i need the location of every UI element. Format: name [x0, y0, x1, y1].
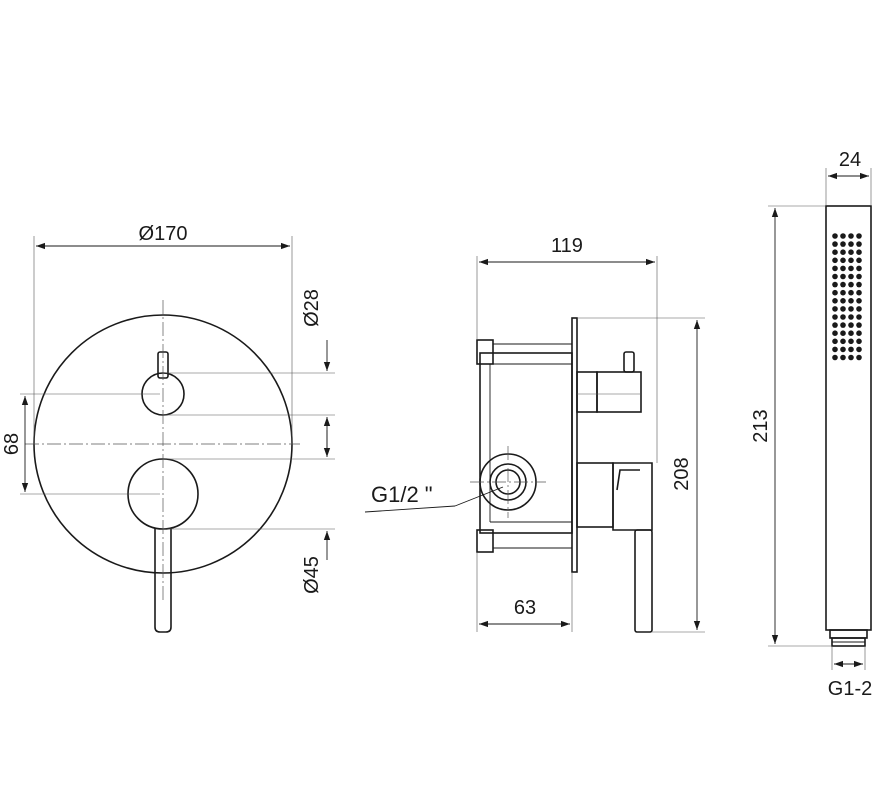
nozzle-dot: [856, 322, 862, 328]
nozzle-dot: [856, 273, 862, 280]
mixer-lever: [154, 528, 172, 633]
nozzle-dot: [832, 330, 838, 337]
nozzle-grid: [832, 233, 862, 361]
nozzle-dot: [848, 273, 854, 280]
nozzle-dot: [856, 338, 862, 345]
nozzle-dot: [832, 233, 838, 239]
nozzle-dot: [840, 249, 846, 255]
nozzle-dot: [840, 233, 846, 239]
nozzle-dot: [840, 354, 846, 361]
nozzle-dot: [856, 241, 862, 247]
nozzle-dot: [840, 338, 846, 345]
nozzle-dot: [832, 298, 838, 304]
handshower-width-label: 24: [839, 149, 861, 171]
plate-diameter-label: Ø170: [139, 223, 188, 245]
nozzle-dot: [856, 354, 862, 361]
front-view: Ø170 Ø28 Ø45 68: [1, 223, 335, 633]
nozzle-dot: [856, 314, 862, 320]
nozzle-dot: [856, 330, 862, 337]
nozzle-dot: [856, 289, 862, 296]
nozzle-dot: [840, 322, 846, 328]
nozzle-dot: [848, 330, 854, 337]
nozzle-dot: [848, 314, 854, 320]
nozzle-dot: [856, 249, 862, 255]
mixer-lever-side: [634, 529, 653, 633]
nozzle-dot: [848, 322, 854, 328]
nozzle-dot: [832, 354, 838, 361]
depth-total-label: 119: [551, 235, 583, 257]
nozzle-dot: [840, 257, 846, 264]
nozzle-dot: [840, 346, 846, 353]
thread-inlet-label: G1/2 ": [371, 482, 433, 507]
height-label: 208: [671, 457, 693, 490]
nozzle-dot: [856, 233, 862, 239]
nozzle-dot: [840, 330, 846, 337]
side-view: G1/2 " 119 63 208: [364, 235, 705, 633]
nozzle-dot: [848, 298, 854, 304]
knob-diameter-label: Ø28: [301, 289, 323, 327]
nozzle-dot: [840, 306, 846, 312]
nozzle-dot: [848, 346, 854, 353]
center-distance-label: 68: [1, 433, 23, 455]
nozzle-dot: [840, 298, 846, 304]
nozzle-dot: [832, 257, 838, 264]
nozzle-dot: [856, 281, 862, 288]
nozzle-dot: [832, 265, 838, 272]
nozzle-dot: [848, 306, 854, 312]
nozzle-dot: [856, 265, 862, 272]
nozzle-dot: [856, 346, 862, 353]
nozzle-dot: [832, 338, 838, 345]
handshower-view: 24 213 G1-2: [750, 149, 872, 700]
nozzle-dot: [832, 249, 838, 255]
nozzle-dot: [848, 241, 854, 247]
handshower-length-label: 213: [750, 409, 772, 442]
nozzle-dot: [848, 265, 854, 272]
nozzle-dot: [856, 257, 862, 264]
nozzle-dot: [840, 314, 846, 320]
nozzle-dot: [832, 306, 838, 312]
nozzle-dot: [848, 233, 854, 239]
nozzle-dot: [848, 281, 854, 288]
nozzle-dot: [832, 322, 838, 328]
nozzle-dot: [832, 281, 838, 288]
cover-plate-edge: [571, 317, 578, 573]
nozzle-dot: [848, 354, 854, 361]
nozzle-dot: [840, 281, 846, 288]
nozzle-dot: [848, 338, 854, 345]
nozzle-dot: [840, 265, 846, 272]
nozzle-dot: [840, 241, 846, 247]
nozzle-dot: [832, 346, 838, 353]
nozzle-dot: [848, 257, 854, 264]
nozzle-dot: [848, 249, 854, 255]
nozzle-dot: [832, 289, 838, 296]
nozzle-dot: [856, 298, 862, 304]
nozzle-dot: [848, 289, 854, 296]
nozzle-dot: [856, 306, 862, 312]
nozzle-dot: [832, 241, 838, 247]
nozzle-dot: [832, 314, 838, 320]
nozzle-dot: [840, 273, 846, 280]
nozzle-dot: [832, 273, 838, 280]
handle-diameter-label: Ø45: [301, 556, 323, 594]
handshower-thread-label: G1-2: [828, 678, 872, 700]
depth-body-label: 63: [514, 597, 536, 619]
nozzle-dot: [840, 289, 846, 296]
